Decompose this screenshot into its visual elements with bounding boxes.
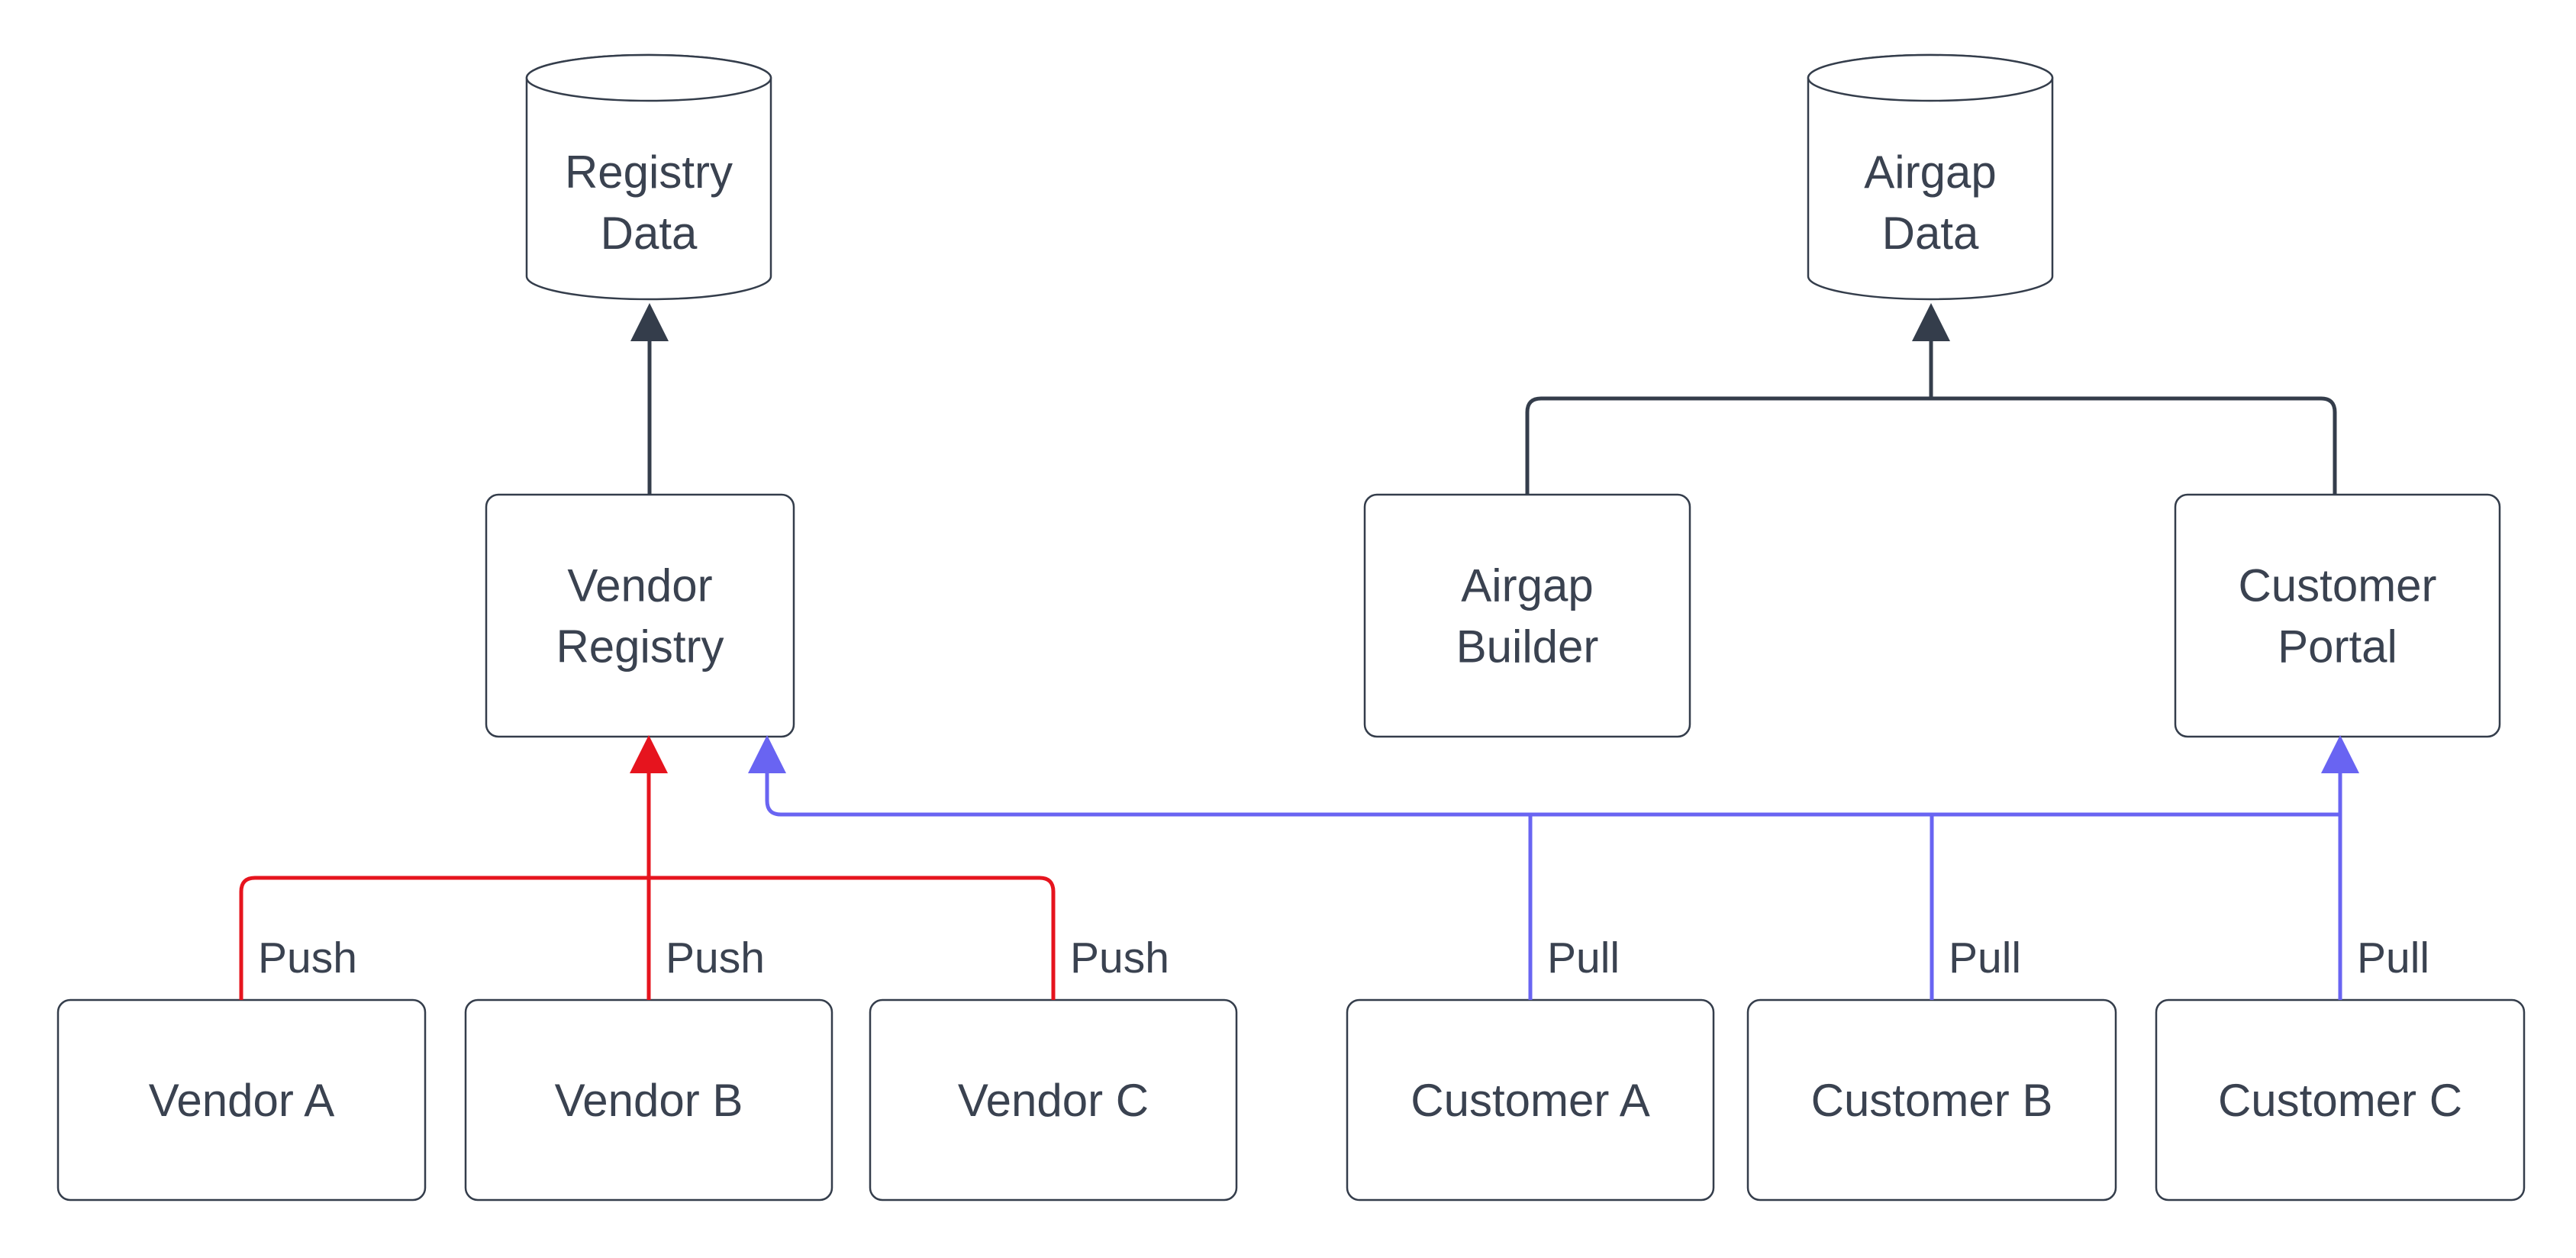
vendor-registry-box-label: Registry	[556, 621, 724, 673]
push-label-vendor-a: Push	[258, 934, 357, 982]
customer-b-box: Customer B	[1746, 998, 2117, 1202]
edge-airgap-builder-customer-portal-tree	[1525, 396, 2337, 495]
airgap-data-db-label: Data	[1882, 208, 1979, 259]
vendor-registry-box-shape	[485, 493, 795, 738]
vendor-a-box-label: Vendor A	[149, 1075, 335, 1126]
pull-label-customer-a: Pull	[1547, 934, 1620, 982]
vendor-c-box: Vendor C	[869, 998, 1238, 1202]
vendor-b-box-label: Vendor B	[555, 1075, 743, 1126]
registry-data-db-label: Data	[601, 208, 698, 259]
customer-portal-box-shape	[2174, 493, 2501, 738]
edge-pull-to-vendor-registry	[748, 735, 2340, 817]
airgap-data-db-label: Airgap	[1864, 147, 1996, 198]
pull-label-customer-c: Pull	[2357, 934, 2429, 982]
vendor-b-box: Vendor B	[464, 998, 833, 1202]
airgap-data-db-top	[1807, 53, 2054, 102]
airgap-builder-box-shape	[1363, 493, 1691, 738]
pull-label-customer-b: Pull	[1949, 934, 2021, 982]
vendor-c-box-label: Vendor C	[958, 1075, 1149, 1126]
customer-b-box-label: Customer B	[1811, 1075, 2053, 1126]
vendor-registry-box-label: Vendor	[567, 560, 712, 611]
airgap-builder-box-label: Builder	[1456, 621, 1599, 673]
vendor-a-box: Vendor A	[56, 998, 427, 1202]
customer-c-box: Customer C	[2155, 998, 2526, 1202]
registry-data-db-top	[525, 53, 772, 102]
customer-c-box-label: Customer C	[2218, 1075, 2462, 1126]
customer-portal-box-label: Portal	[2278, 621, 2397, 673]
customer-portal-box-label: Customer	[2238, 560, 2436, 611]
customer-a-box-label: Customer A	[1411, 1075, 1649, 1126]
customer-a-box: Customer A	[1346, 998, 1715, 1202]
push-label-vendor-c: Push	[1070, 934, 1169, 982]
registry-data-db-label: Registry	[565, 147, 733, 198]
airgap-builder-box-label: Airgap	[1461, 560, 1593, 611]
push-label-vendor-b: Push	[666, 934, 765, 982]
